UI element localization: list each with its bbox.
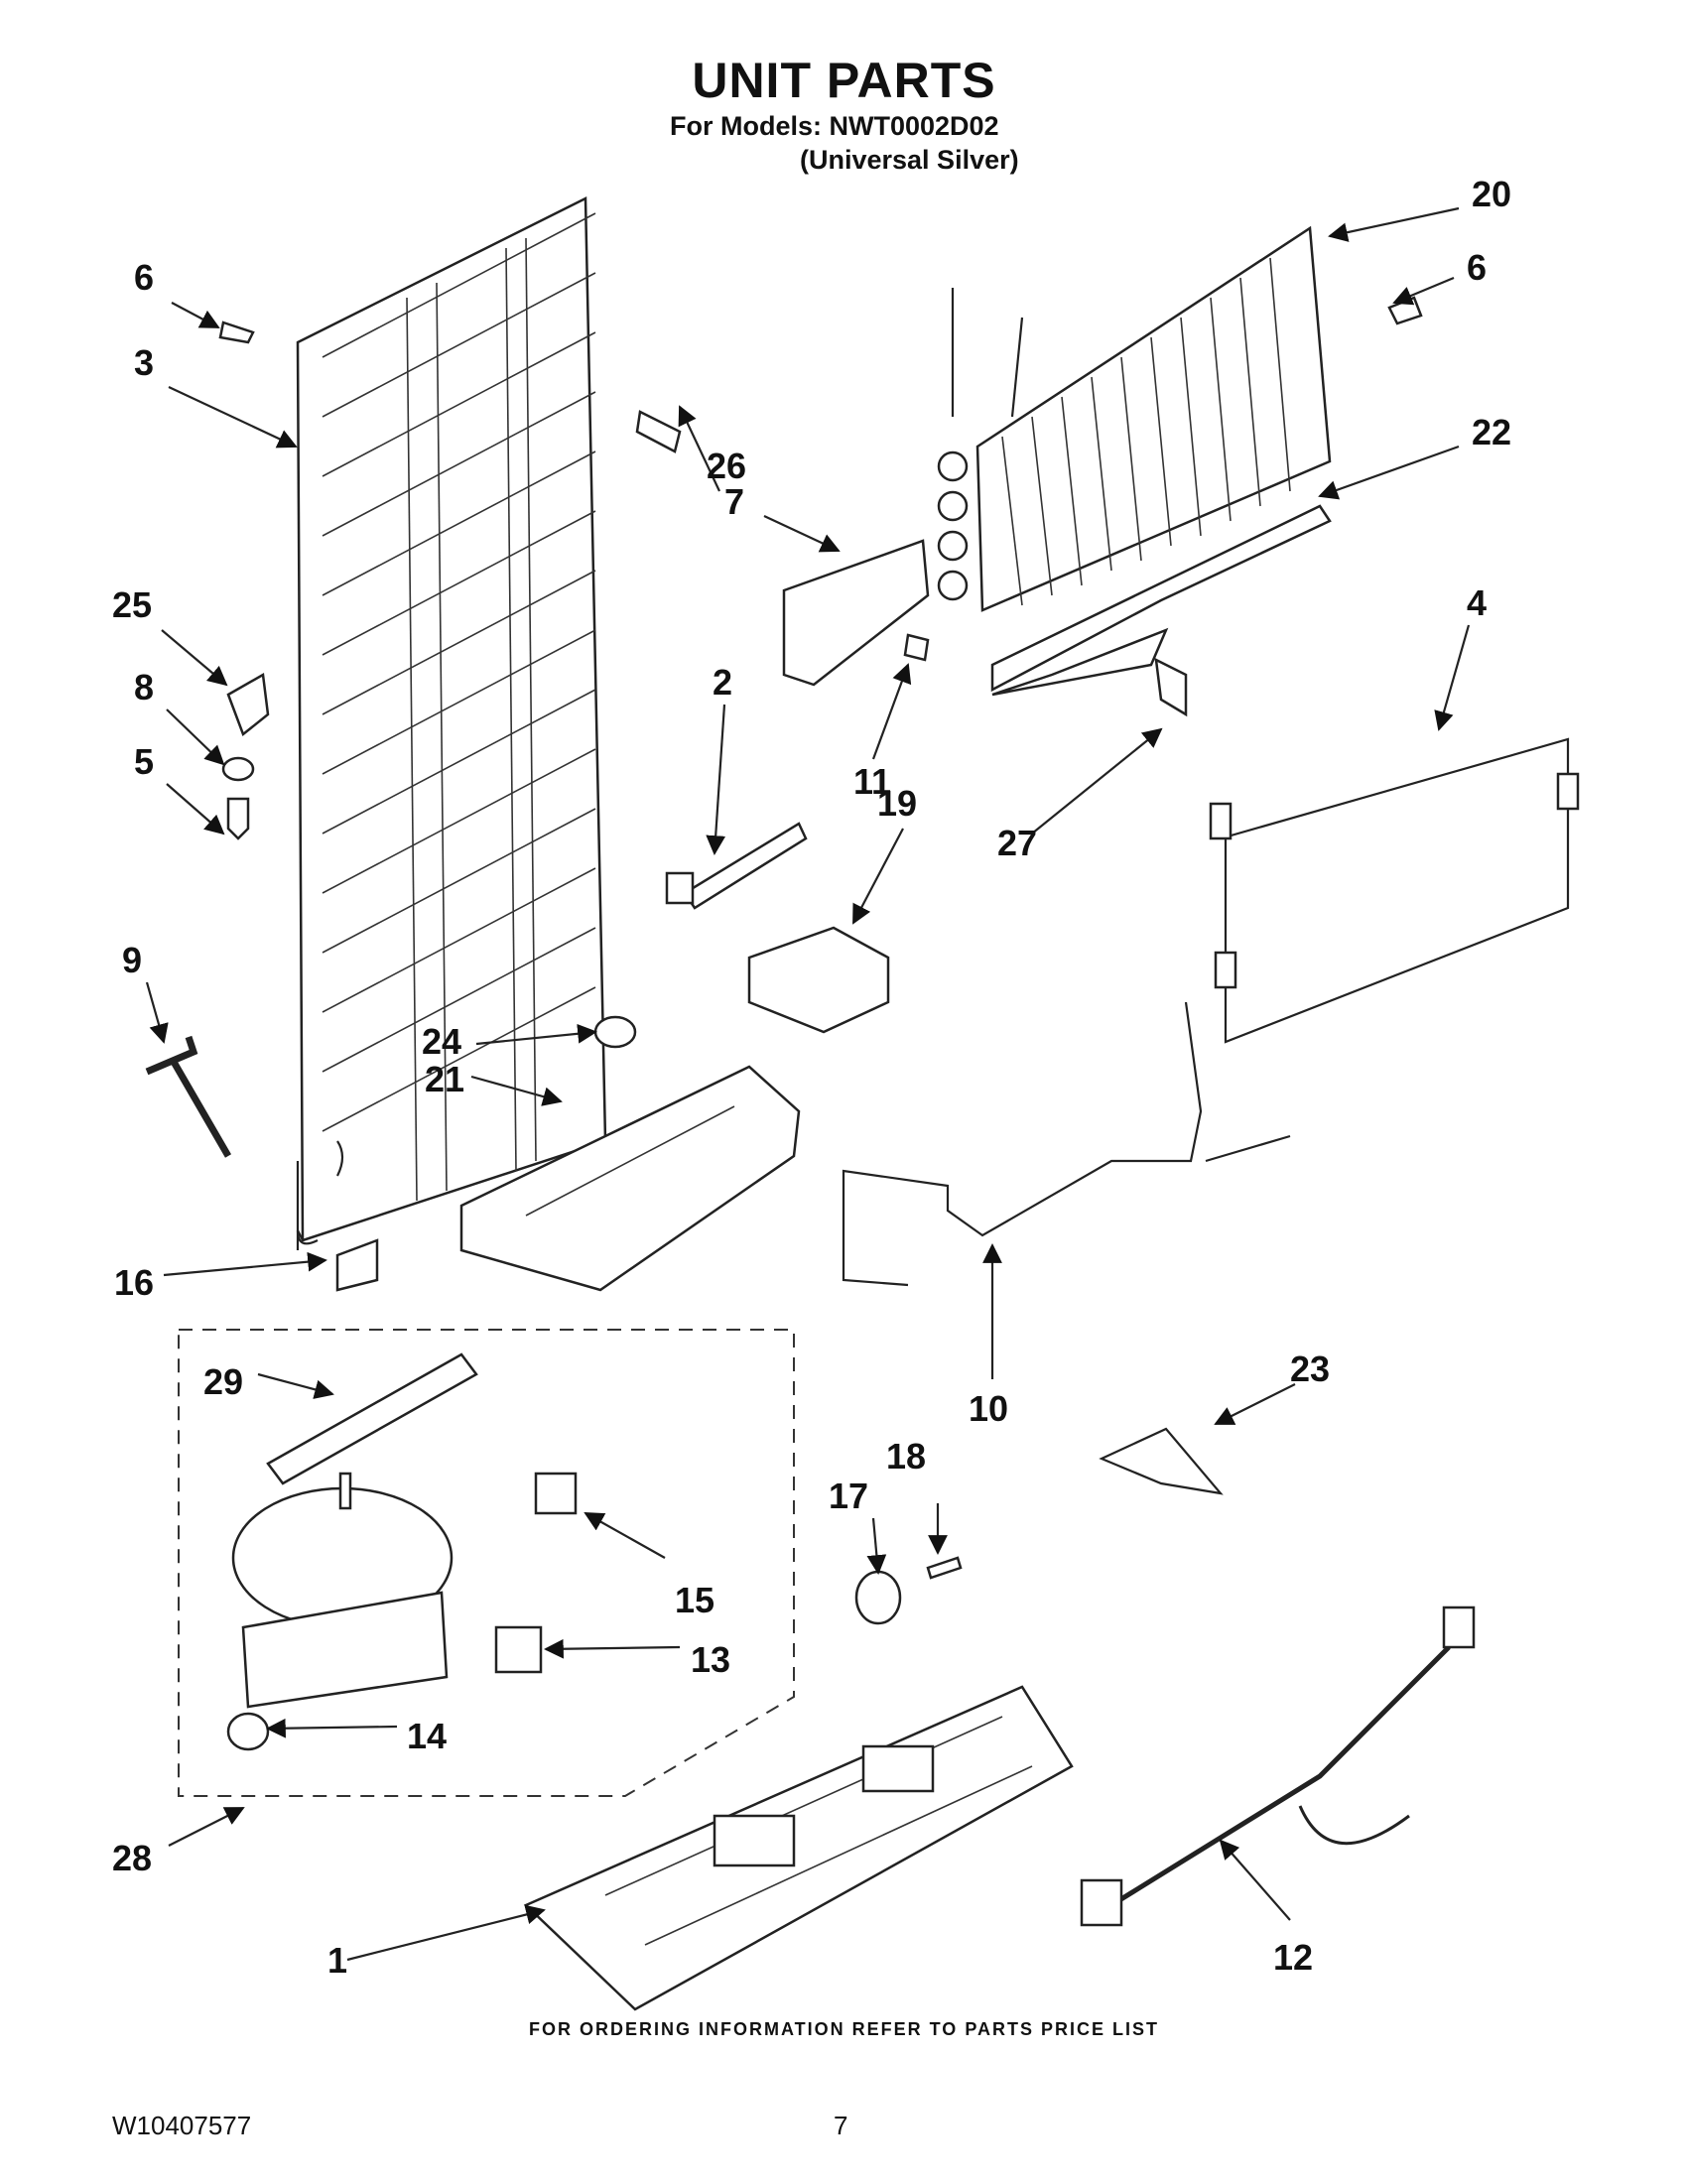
callout-7: 7: [724, 481, 744, 522]
callout-2: 2: [713, 662, 732, 703]
grommet: [593, 1015, 637, 1049]
callout-4: 4: [1467, 582, 1487, 623]
evaporator-coil: [937, 225, 1332, 612]
models-line: For Models: NWT0002D02: [670, 111, 999, 141]
spacer: [635, 410, 682, 453]
callout-11: 11: [853, 761, 891, 802]
callout-25: 25: [112, 584, 152, 625]
process-tube: [145, 1035, 232, 1158]
callout-6-right: 6: [1467, 247, 1487, 288]
callout-19: 19: [877, 783, 917, 824]
screw: [903, 633, 930, 662]
drain-pan: [459, 1065, 801, 1292]
axle-pin: [926, 1556, 963, 1580]
callout-8: 8: [134, 667, 154, 707]
callout-labels: 1 2 3 4 5 6 6 7 8 9 10 11 12 13 14 15 16…: [112, 174, 1511, 1981]
overload-protector: [534, 1472, 578, 1515]
callout-22: 22: [1472, 412, 1511, 452]
mounting-clip: [226, 672, 270, 737]
screw: [218, 321, 255, 344]
callout-17: 17: [829, 1476, 868, 1516]
callout-13: 13: [691, 1639, 730, 1680]
start-relay: [494, 1625, 543, 1674]
clip: [335, 1238, 379, 1292]
page-number: 7: [834, 2111, 848, 2140]
callout-21: 21: [425, 1059, 464, 1099]
water-line-clip: [1099, 1427, 1224, 1495]
compressor-kit-boundary: [178, 1329, 795, 1797]
compressor-grommet: [226, 1712, 270, 1751]
callout-6-left: 6: [134, 257, 154, 298]
callout-28: 28: [112, 1838, 152, 1878]
callout-18: 18: [886, 1436, 926, 1477]
callout-5: 5: [134, 741, 154, 782]
leader-lines: [145, 206, 1471, 1962]
caster: [854, 1570, 902, 1625]
callout-10: 10: [969, 1388, 1008, 1429]
suction-line: [842, 1001, 1291, 1287]
base-plate: [523, 1685, 1074, 2011]
callout-26: 26: [707, 446, 746, 486]
variant-line: (Universal Silver): [800, 145, 1019, 175]
callout-24: 24: [422, 1021, 461, 1062]
wire-harness: [1080, 1606, 1476, 1927]
callout-29: 29: [203, 1361, 243, 1402]
washer: [221, 756, 255, 782]
page-title: UNIT PARTS: [692, 53, 996, 108]
evaporator-bracket: [782, 539, 930, 687]
callout-23: 23: [1290, 1349, 1330, 1389]
tie-strap: [665, 822, 808, 910]
callout-1: 1: [327, 1940, 347, 1981]
ordering-note: FOR ORDERING INFORMATION REFER TO PARTS …: [528, 2019, 1159, 2039]
callout-15: 15: [675, 1580, 714, 1620]
callout-12: 12: [1273, 1937, 1313, 1978]
defrost-heater: [1209, 737, 1580, 1044]
filter-drier: [266, 1352, 478, 1485]
compressor: [231, 1472, 454, 1709]
callout-20: 20: [1472, 174, 1511, 214]
clip-bracket: [1154, 657, 1188, 717]
callout-14: 14: [407, 1716, 447, 1756]
callout-27: 27: [997, 823, 1037, 863]
callout-16: 16: [114, 1262, 154, 1303]
insulator-block: [747, 926, 890, 1034]
callout-3: 3: [134, 342, 154, 383]
document-number: W10407577: [112, 2111, 252, 2140]
drain-trough: [990, 504, 1332, 697]
screw: [226, 797, 250, 840]
callout-9: 9: [122, 940, 142, 980]
